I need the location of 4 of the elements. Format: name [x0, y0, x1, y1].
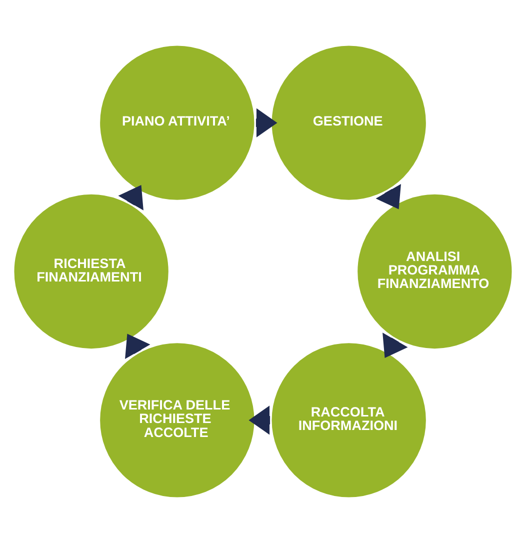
arrow [376, 183, 401, 209]
arrow [118, 184, 144, 210]
arrow [382, 332, 408, 358]
arrow [125, 333, 150, 359]
